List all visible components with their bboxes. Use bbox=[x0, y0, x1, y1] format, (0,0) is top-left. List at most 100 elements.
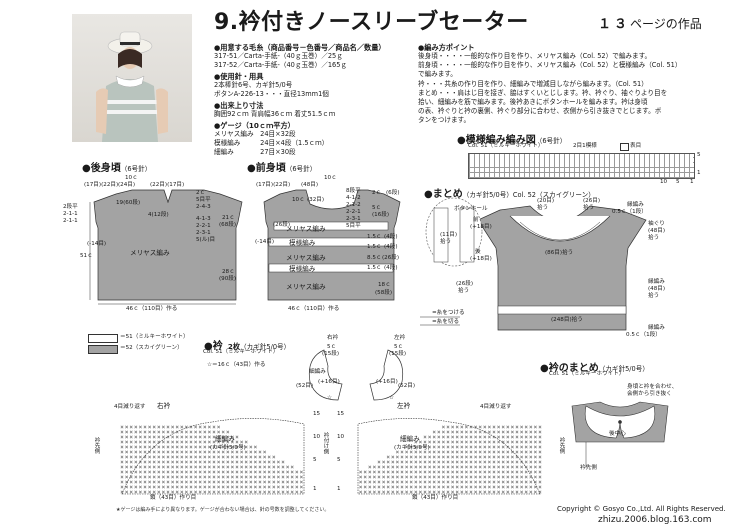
stitch-symbol bbox=[451, 485, 455, 489]
stitch-symbol bbox=[230, 440, 234, 444]
stitch-symbol bbox=[221, 440, 225, 444]
stitch-symbol bbox=[437, 485, 441, 489]
stitch-symbol bbox=[281, 480, 285, 484]
stitch-symbol bbox=[460, 485, 464, 489]
stitch-symbol bbox=[138, 480, 142, 484]
stitch-symbol bbox=[515, 445, 519, 449]
stitch-symbol bbox=[203, 485, 207, 489]
stitch-symbol bbox=[460, 465, 464, 469]
stitch-symbol bbox=[492, 490, 496, 494]
stitch-symbol bbox=[538, 435, 542, 439]
stitch-symbol bbox=[524, 470, 528, 474]
stitch-symbol bbox=[152, 475, 156, 479]
stitch-symbol bbox=[538, 460, 542, 464]
stitch-symbol bbox=[524, 450, 528, 454]
left-collar-row: 1 bbox=[337, 486, 341, 492]
stitch-symbol bbox=[405, 445, 409, 449]
stitch-symbol bbox=[538, 455, 542, 459]
stitch-symbol bbox=[125, 450, 129, 454]
stitch-symbol bbox=[497, 445, 501, 449]
back-neck-top: 2ｃ bbox=[196, 190, 206, 196]
stitch-symbol bbox=[194, 485, 198, 489]
stitch-symbol bbox=[520, 470, 524, 474]
stitch-symbol bbox=[138, 425, 142, 429]
stitch-symbol bbox=[501, 425, 505, 429]
finishing-edge-right: 縁編み bbox=[648, 279, 665, 285]
stitch-symbol bbox=[143, 490, 147, 494]
stitch-symbol bbox=[129, 480, 133, 484]
stitch-symbol bbox=[418, 450, 422, 454]
points-line: 後身頃・・・・一般的な作り目を作り、メリヤス編み（Col. 52）で編みます。 bbox=[418, 52, 652, 60]
stitch-symbol bbox=[487, 425, 491, 429]
stitch-symbol bbox=[125, 425, 129, 429]
stitch-symbol bbox=[386, 480, 390, 484]
stitch-symbol bbox=[478, 465, 482, 469]
stitch-symbol bbox=[212, 465, 216, 469]
stitch-symbol bbox=[120, 445, 124, 449]
stitch-symbol bbox=[455, 460, 459, 464]
stitch-symbol bbox=[198, 480, 202, 484]
stitch-symbol bbox=[148, 470, 152, 474]
stitch-symbol bbox=[230, 485, 234, 489]
stitch-symbol bbox=[464, 485, 468, 489]
stitch-symbol bbox=[409, 490, 413, 494]
stitch-symbol bbox=[138, 435, 142, 439]
stitch-symbol bbox=[152, 435, 156, 439]
stitch-symbol bbox=[382, 485, 386, 489]
stitch-symbol bbox=[441, 455, 445, 459]
stitch-symbol bbox=[428, 475, 432, 479]
stitch-symbol bbox=[171, 480, 175, 484]
front-body-label: ●前身頃 bbox=[247, 163, 286, 174]
stitch-symbol bbox=[451, 490, 455, 494]
finishing-side-left: 拾う bbox=[458, 288, 470, 294]
stitch-symbol bbox=[446, 490, 450, 494]
stitch-symbol bbox=[497, 490, 501, 494]
stitch-symbol bbox=[446, 475, 450, 479]
stitch-symbol bbox=[538, 475, 542, 479]
stitch-symbol bbox=[258, 460, 262, 464]
stitch-symbol bbox=[198, 490, 202, 494]
stitch-symbol bbox=[506, 465, 510, 469]
stitch-symbol bbox=[423, 440, 427, 444]
front-rows: 2-3-1 bbox=[346, 216, 361, 222]
stitch-symbol bbox=[451, 460, 455, 464]
stitch-symbol bbox=[423, 450, 427, 454]
stitch-symbol bbox=[423, 490, 427, 494]
stitch-symbol bbox=[295, 475, 299, 479]
stitch-symbol bbox=[533, 465, 537, 469]
stitch-symbol bbox=[258, 455, 262, 459]
stitch-symbol bbox=[221, 435, 225, 439]
stitch-symbol bbox=[138, 475, 142, 479]
stitch-symbol bbox=[184, 455, 188, 459]
stitch-symbol bbox=[377, 485, 381, 489]
right-collar-base: 鎖（43目）作り目 bbox=[150, 495, 197, 501]
stitch-symbol bbox=[148, 460, 152, 464]
finishing-side: (48目) bbox=[648, 286, 666, 292]
stitch-symbol bbox=[230, 475, 234, 479]
front-band-stitch: メリヤス編み bbox=[286, 254, 326, 262]
collar-finish-note: 会側から引き抜く bbox=[627, 391, 672, 397]
stitch-symbol bbox=[391, 455, 395, 459]
stitch-symbol bbox=[529, 435, 533, 439]
stitch-symbol bbox=[487, 480, 491, 484]
collar-right-side: (52目) bbox=[296, 383, 314, 389]
button-hole-label: ボタンホール bbox=[454, 206, 488, 212]
stitch-symbol bbox=[253, 480, 257, 484]
stitch-symbol bbox=[125, 465, 129, 469]
stitch-symbol bbox=[451, 470, 455, 474]
stitch-symbol bbox=[414, 490, 418, 494]
stitch-symbol bbox=[455, 430, 459, 434]
stitch-symbol bbox=[441, 475, 445, 479]
stitch-symbol bbox=[263, 455, 267, 459]
stitch-symbol bbox=[226, 450, 230, 454]
back-stitch-name: メリヤス編み bbox=[130, 249, 170, 257]
stitch-symbol bbox=[437, 445, 441, 449]
stitch-symbol bbox=[272, 460, 276, 464]
stitch-symbol bbox=[455, 425, 459, 429]
stitch-symbol bbox=[409, 480, 413, 484]
stitch-symbol bbox=[203, 490, 207, 494]
front-right-rows: (26段) bbox=[382, 255, 400, 261]
stitch-symbol bbox=[175, 440, 179, 444]
stitch-symbol bbox=[372, 485, 376, 489]
stitch-symbol bbox=[533, 490, 537, 494]
